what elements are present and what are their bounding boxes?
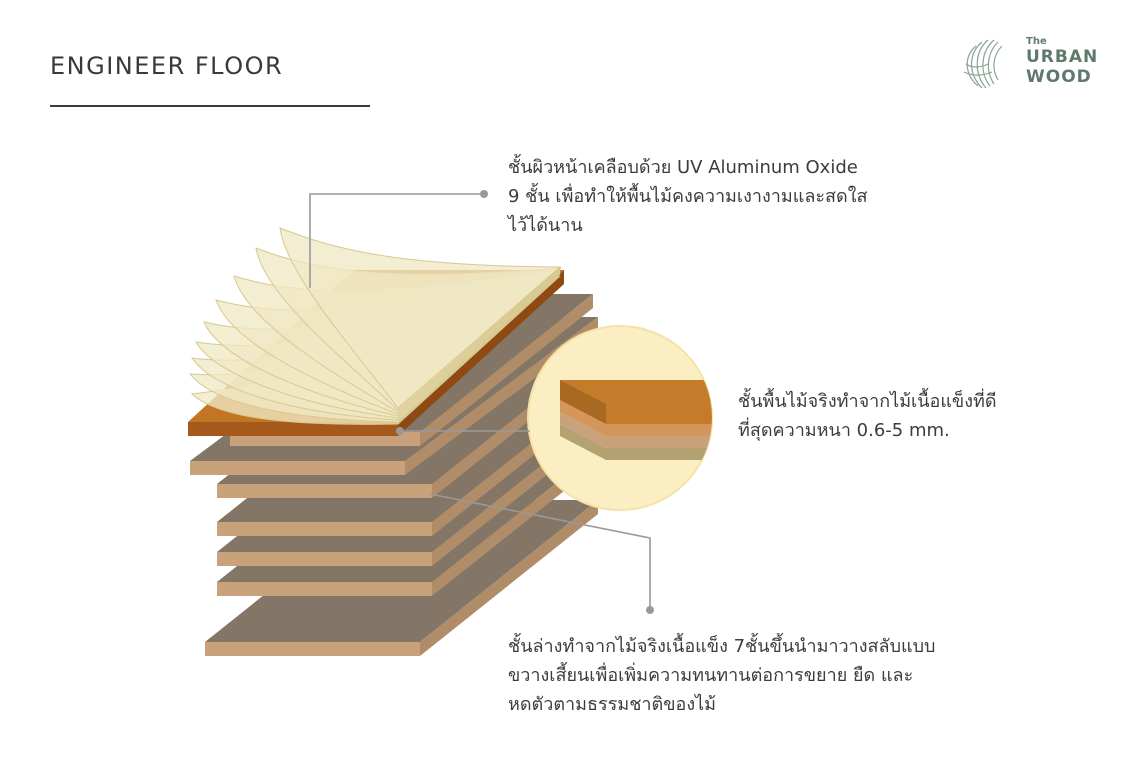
- leader-lines: [309, 193, 651, 610]
- uv-coating-sheets: [188, 227, 562, 425]
- callout-line: ขวางเสี้ยนเพื่อเพิ่มความทนทานต่อการขยาย …: [508, 665, 914, 686]
- wood-grain-logo-icon: [963, 39, 1003, 89]
- leader-bottom-dot: [646, 606, 654, 614]
- logo-urban: URBAN: [1026, 47, 1099, 67]
- brand-logo: The URBAN WOOD: [958, 34, 1108, 94]
- leader-top: [309, 193, 484, 288]
- leader-top-dot: [480, 190, 488, 198]
- callout-line: 9 ชั้น เพื่อทำให้พื้นไม้คงความเงางามและส…: [508, 186, 868, 207]
- callout-line: ที่สุดความหนา 0.6-5 mm.: [738, 420, 950, 441]
- callout-middle-veneer: ชั้นพื้นไม้จริงทำจากไม้เนื้อแข็งที่ดี ที…: [738, 387, 997, 445]
- title-underline: [50, 105, 370, 107]
- callout-line: ชั้นพื้นไม้จริงทำจากไม้เนื้อแข็งที่ดี: [738, 391, 997, 412]
- callout-line: ชั้นผิวหน้าเคลือบด้วย UV Aluminum Oxide: [508, 157, 858, 178]
- callout-line: ชั้นล่างทำจากไม้จริงเนื้อแข็ง 7ชั้นขึ้นน…: [508, 636, 936, 657]
- detail-magnifier: [527, 325, 713, 511]
- callout-line: หดตัวตามธรรมชาติของไม้: [508, 694, 717, 715]
- logo-the: The: [1026, 36, 1047, 47]
- page-title: ENGINEER FLOOR: [50, 52, 284, 80]
- callout-bottom-base: ชั้นล่างทำจากไม้จริงเนื้อแข็ง 7ชั้นขึ้นน…: [508, 632, 935, 719]
- leader-bottom: [429, 493, 651, 610]
- callout-line: ไว้ได้นาน: [508, 215, 583, 236]
- callout-top-coating: ชั้นผิวหน้าเคลือบด้วย UV Aluminum Oxide …: [508, 153, 867, 240]
- leader-middle-dot: [396, 427, 404, 435]
- logo-wood: WOOD: [1026, 67, 1092, 87]
